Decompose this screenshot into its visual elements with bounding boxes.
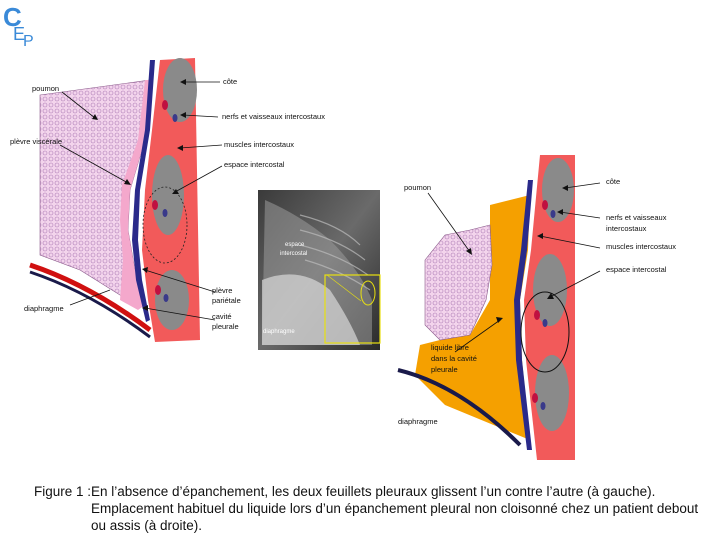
label-left-plevre-viscerale: plèvre viscérale xyxy=(10,137,62,146)
chest-xray: espace intercostal diaphragme xyxy=(258,190,380,350)
label-right-cote: côte xyxy=(606,177,620,186)
svg-text:P: P xyxy=(23,33,34,50)
label-right-nerfs-2: intercostaux xyxy=(606,224,647,233)
label-left-plevre-1: plèvre xyxy=(212,286,232,295)
label-right-espace: espace intercostal xyxy=(606,265,667,274)
rib-left-1 xyxy=(163,58,197,122)
label-left-poumon: poumon xyxy=(32,84,59,93)
label-left-plevre-2: pariétale xyxy=(212,296,241,305)
right-effusion-diagram: poumon côte nerfs et vaisseaux intercost… xyxy=(398,155,676,460)
xray-label-diaphragme: diaphragme xyxy=(263,329,295,335)
label-right-muscles: muscles intercostaux xyxy=(606,242,676,251)
figure-illustration: C E P xyxy=(0,0,720,480)
label-right-liquide-2: dans la cavité xyxy=(431,354,477,363)
label-right-nerfs-1: nerfs et vaisseaux xyxy=(606,213,667,222)
label-right-poumon: poumon xyxy=(404,183,431,192)
rib-right-3 xyxy=(535,355,569,431)
label-left-muscles: muscles intercostaux xyxy=(224,140,294,149)
label-left-nerfs: nerfs et vaisseaux intercostaux xyxy=(222,112,325,121)
label-right-diaphragme: diaphragme xyxy=(398,417,438,426)
label-left-diaphragme: diaphragme xyxy=(24,304,64,313)
label-left-cavite-2: pleurale xyxy=(212,322,239,331)
label-left-cote: côte xyxy=(223,77,237,86)
label-right-liquide-3: pleurale xyxy=(431,365,458,374)
caption-text: En l’absence d’épanchement, les deux feu… xyxy=(91,483,716,534)
label-left-cavite-1: cavité xyxy=(212,312,232,321)
label-left-espace: espace intercostal xyxy=(224,160,285,169)
rib-left-2 xyxy=(152,155,184,235)
xray-label-espace-1: espace xyxy=(285,242,305,248)
xray-label-espace-2: intercostal xyxy=(280,251,307,257)
caption-key: Figure 1 : xyxy=(34,483,90,500)
label-right-liquide-1: liquide libre xyxy=(431,343,469,352)
cep-logo: C E P xyxy=(3,2,34,50)
rib-left-3 xyxy=(155,270,189,330)
